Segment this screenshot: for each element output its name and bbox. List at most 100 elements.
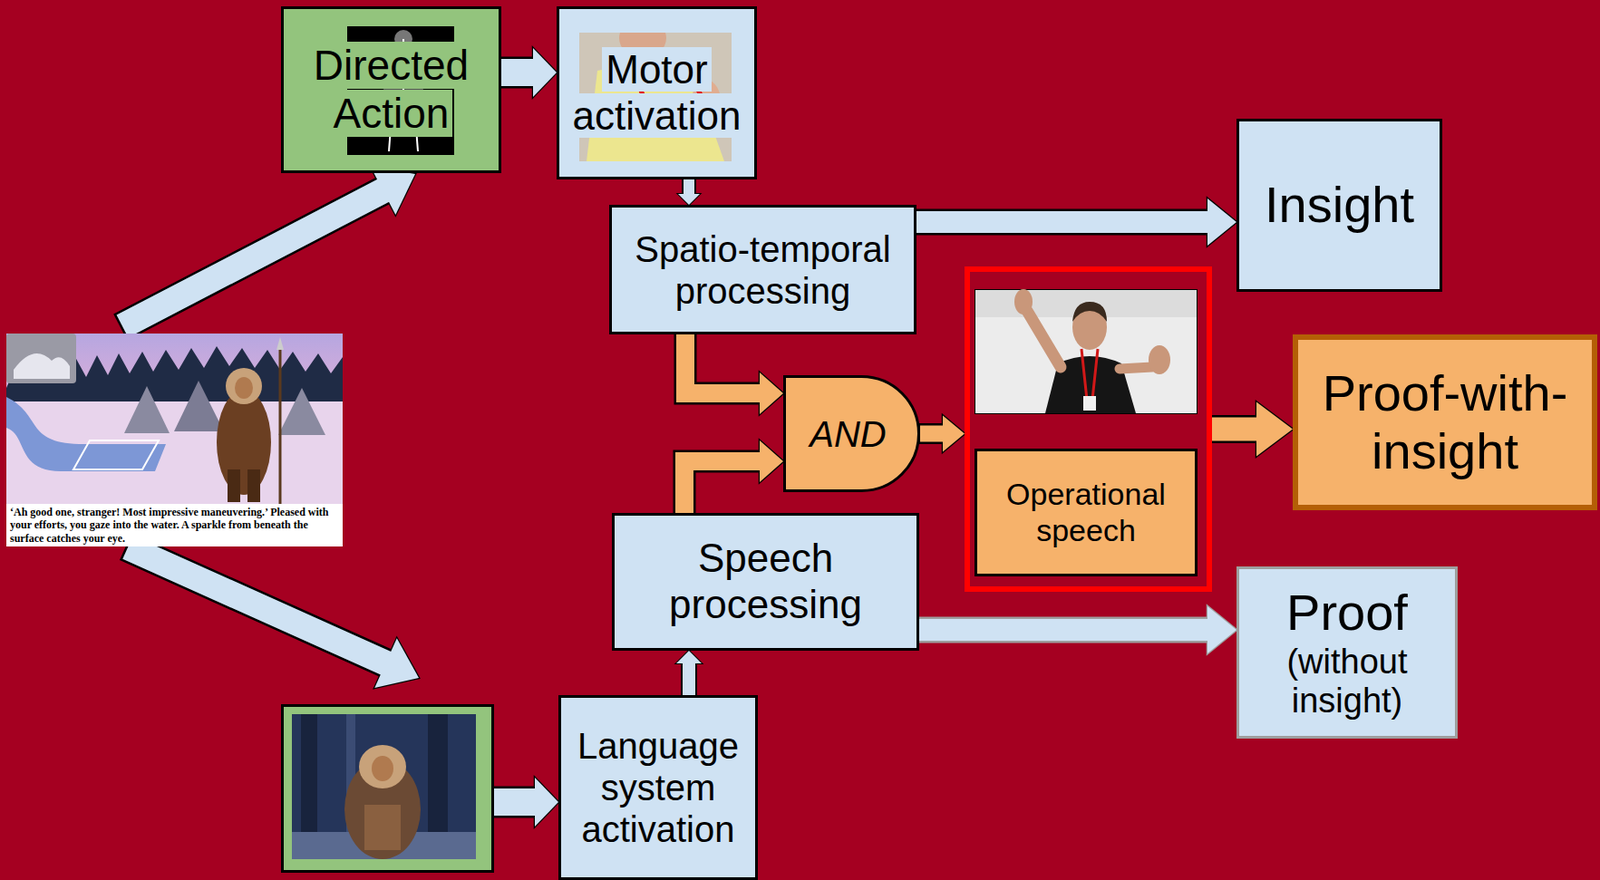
process-box: Directed Action — [281, 6, 502, 174]
arrow-shaft — [122, 190, 385, 327]
block-arrow — [918, 416, 966, 453]
illustration-part — [247, 469, 261, 503]
illustration-part — [371, 756, 394, 782]
arrow-head — [942, 416, 965, 453]
node-label: Spatio-temporal processing — [619, 228, 907, 312]
arrow-head — [533, 48, 557, 97]
illustration-part — [364, 804, 401, 851]
illustration-part — [1119, 367, 1153, 369]
arrow-shaft — [685, 334, 762, 394]
arrow-shaft — [501, 58, 535, 87]
arrow-shaft — [919, 619, 1210, 641]
layout-arrow — [126, 546, 419, 689]
illustration-part — [6, 333, 77, 384]
arrow-head — [534, 777, 559, 827]
illustration-part — [1083, 396, 1096, 411]
illustration-part — [974, 289, 1198, 415]
arrow-head — [759, 372, 784, 415]
arrow-head-fill — [759, 372, 784, 415]
illustrated-scene: ‘Ah good one, stranger! Most impressive … — [6, 333, 343, 547]
node-label: (without insight) — [1246, 642, 1448, 722]
illustration-part — [174, 380, 224, 432]
process-box: Operational speech — [974, 448, 1198, 577]
story-panel — [281, 704, 495, 873]
illustration-part — [358, 745, 407, 789]
arrow-shaft — [494, 788, 537, 816]
arrow-head — [676, 650, 702, 664]
process-box: Language system activation — [558, 695, 758, 880]
arrow-shaft — [127, 547, 388, 664]
gesture-photo — [974, 289, 1198, 415]
layout-arrow — [492, 777, 560, 827]
block-arrow — [120, 166, 416, 328]
illustration-part — [279, 346, 282, 505]
illustration-part — [225, 368, 262, 405]
game-scene-picture — [6, 333, 343, 505]
arrow-shaft — [684, 461, 762, 514]
text-holder: Directed Action — [290, 41, 492, 138]
arrow-head-fill — [1256, 402, 1293, 457]
arrow-head-fill — [374, 638, 419, 689]
node-label: AND — [809, 413, 893, 456]
illustration-part — [1148, 345, 1171, 375]
block-arrow — [1210, 402, 1294, 457]
text-holder: Motor activation — [566, 47, 747, 139]
arrow-shaft — [682, 661, 696, 696]
illustration-part — [124, 386, 170, 434]
caption-text: ‘Ah good one, stranger! Most impressive … — [6, 504, 343, 547]
illustration-part — [291, 714, 476, 860]
block-arrow — [684, 440, 784, 516]
illustration-part — [1072, 301, 1107, 322]
node-label: Proof-with-insight — [1305, 364, 1585, 482]
outcome-box: Proof(without insight) — [1236, 566, 1458, 739]
arrow-head — [759, 440, 784, 483]
arrow-shaft — [683, 179, 695, 196]
illustration-part — [13, 353, 70, 379]
process-box: Speech processing — [611, 513, 920, 651]
and-gate-outline — [785, 377, 920, 492]
illustration-part — [278, 387, 326, 436]
block-arrow — [914, 198, 1238, 246]
arrow-head-fill — [533, 48, 557, 97]
arrow-head — [1256, 402, 1293, 457]
arrow-head-fill — [942, 416, 965, 453]
arrow-head — [1207, 606, 1237, 654]
arrow-head — [678, 193, 700, 205]
and-gate: AND — [783, 375, 921, 493]
illustration-part — [1081, 349, 1098, 400]
node-label: Motor activation — [569, 47, 746, 138]
block-arrow — [676, 650, 702, 698]
arrow-shaft — [916, 211, 1210, 233]
arrow-head-fill — [759, 440, 784, 483]
node-label: Language system activation — [568, 725, 748, 851]
process-box: Motor activation — [556, 6, 757, 180]
block-arrow — [685, 332, 784, 416]
illustration-part — [234, 377, 253, 399]
illustration-part — [227, 469, 241, 503]
illustration-part — [1014, 289, 1033, 315]
character-picture — [291, 714, 476, 860]
illustration-part — [1027, 310, 1061, 368]
illustration-part — [276, 337, 284, 350]
node-label: Insight — [1264, 175, 1415, 234]
arrow-shaft-outline — [685, 332, 760, 395]
node-label: Directed Action — [310, 41, 473, 137]
arrow-head-fill — [1207, 198, 1237, 246]
block-arrow — [499, 48, 558, 97]
node-label: Proof — [1286, 583, 1408, 642]
outcome-box: Proof-with-insight — [1292, 334, 1598, 511]
arrow-head — [1207, 198, 1237, 246]
outcome-box: Insight — [1236, 118, 1443, 292]
arrow-head-fill — [534, 777, 559, 827]
illustration-part — [73, 440, 159, 470]
arrow-head-fill — [678, 193, 700, 205]
block-arrow — [678, 177, 700, 205]
arrow-head-fill — [1207, 606, 1237, 654]
arrow-head-fill — [676, 650, 702, 664]
process-box: Spatio-temporal processing — [609, 204, 917, 335]
arrow-shaft — [1212, 417, 1259, 442]
node-label: Speech processing — [621, 535, 910, 628]
illustration-part — [216, 389, 272, 495]
block-arrow — [917, 606, 1238, 654]
node-label: Operational speech — [984, 476, 1188, 548]
